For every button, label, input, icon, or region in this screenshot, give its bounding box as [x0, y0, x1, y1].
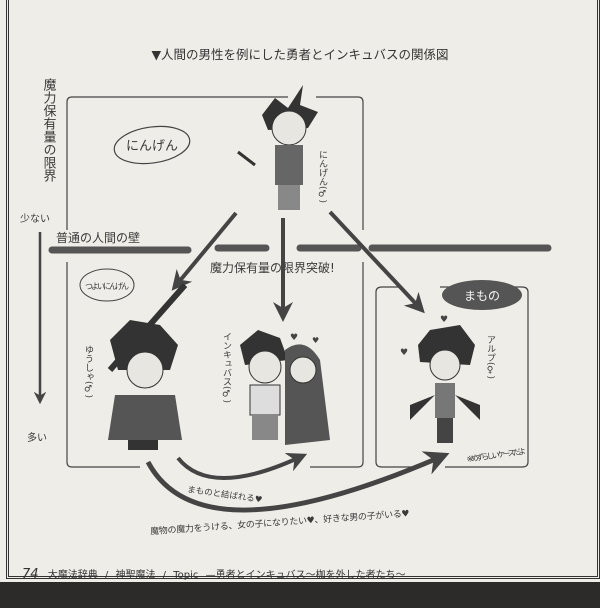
- axis-top-label: 少ない: [20, 213, 50, 225]
- topic-title: —勇者とインキュバス〜枷を外した者たち〜: [205, 570, 406, 581]
- human-wall: [48, 244, 552, 254]
- rare-case-note: ※めずらしいケースだよ: [466, 446, 527, 464]
- breakthrough-label: 魔力保有量の限界突破!: [210, 260, 335, 275]
- footer-separator: /: [104, 570, 109, 581]
- strong-human-group-badge: つよいにんげん: [79, 268, 135, 302]
- diagram-title: ▼人間の男性を例にした勇者とインキュバスの関係図: [151, 47, 448, 62]
- footer-separator: /: [162, 570, 167, 581]
- monster-group-badge: まもの: [442, 280, 522, 310]
- svg-text:♥: ♥: [400, 348, 408, 358]
- axis-bottom-label: 多い: [27, 431, 47, 444]
- human-character-label: にんげん(♂): [317, 150, 328, 203]
- human-box: [66, 96, 364, 230]
- scan-edge: [0, 582, 600, 608]
- page-footer: 74 大魔法辞典 / 神聖魔法 / Topic —勇者とインキュバス〜枷を外した…: [22, 566, 410, 582]
- svg-text:♥: ♥: [312, 336, 319, 345]
- svg-text:にんげん: にんげん: [126, 139, 178, 154]
- arrow-to-hero: [171, 211, 238, 291]
- arrow-bond: [176, 453, 308, 480]
- arrow-alp-path: [145, 451, 450, 513]
- human-character: [237, 85, 318, 210]
- chapter-title: 神聖魔法: [115, 570, 156, 581]
- svg-text:つよいにんげん: つよいにんげん: [85, 282, 129, 291]
- svg-text:まもの: まもの: [464, 289, 500, 303]
- wall-label: 普通の人間の壁: [56, 230, 140, 245]
- alp-character-label: アルプ(♀): [485, 335, 496, 379]
- strong-human-box: [66, 262, 364, 468]
- hero-character: [107, 283, 188, 450]
- page-number: 74: [22, 567, 39, 582]
- svg-text:♥: ♥: [440, 315, 448, 325]
- incubus-character: ♥♥: [240, 330, 330, 445]
- alp-path-note: 魔物の魔力をうける、女の子になりたい♥、好きな男の子がいる♥: [150, 507, 410, 537]
- hero-character-label: ゆうしゃ(♂): [83, 345, 93, 398]
- svg-text:♥: ♥: [290, 333, 298, 343]
- topic-label: Topic: [173, 570, 199, 581]
- incubus-character-label: インキュバス(♂): [221, 332, 232, 403]
- human-group-badge: にんげん: [113, 125, 191, 165]
- alp-character: ♥♥: [400, 315, 480, 443]
- page-border: [6, 0, 600, 579]
- arrow-to-alp: [328, 210, 425, 314]
- book-title: 大魔法辞典: [47, 570, 98, 581]
- axis-label: 魔力保有量の限界: [41, 78, 57, 183]
- monster-box: [375, 286, 529, 468]
